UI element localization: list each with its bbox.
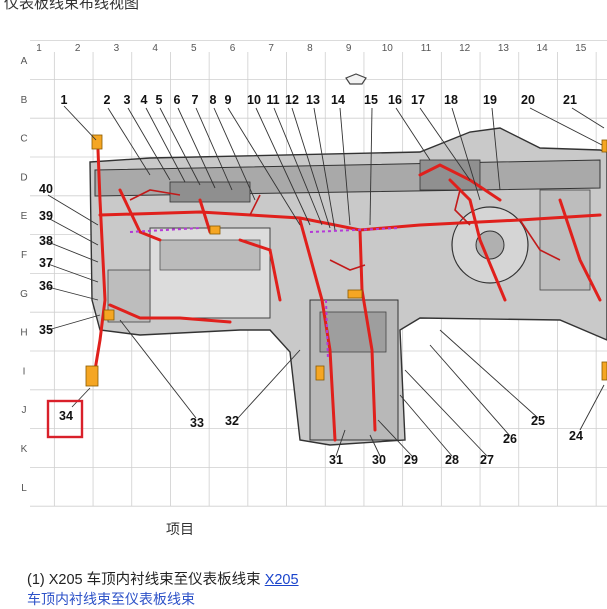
grid-column-label: 9	[346, 43, 352, 54]
grid-column-label: 12	[459, 43, 471, 54]
callout-10: 10	[247, 93, 261, 107]
grid-row-label: C	[20, 134, 27, 145]
grid-column-label: 7	[268, 43, 274, 54]
grid-column-label: 1	[36, 43, 42, 54]
grid-column-label: 3	[114, 43, 120, 54]
callout-38: 38	[39, 234, 53, 248]
grid-row-label: J	[22, 405, 27, 416]
section-label: 项目	[166, 522, 194, 538]
callout-18: 18	[444, 93, 458, 107]
callout-40: 40	[39, 182, 53, 196]
grid-column-label: 8	[307, 43, 313, 54]
grid-row-label: H	[20, 328, 27, 339]
harness-dashed-markers	[129, 227, 401, 361]
grid-column-label: 11	[421, 43, 432, 54]
grid-column-label: 6	[230, 43, 236, 54]
grid-row-label: F	[21, 250, 27, 261]
grid-column-label: 2	[75, 43, 81, 54]
callout-35: 35	[39, 323, 53, 337]
item-1-text: (1) X205 车顶内衬线束至仪表板线束	[27, 572, 261, 588]
grid-row-label: A	[21, 56, 28, 67]
callout-11: 11	[266, 93, 279, 107]
grid-row-label: I	[23, 366, 26, 377]
callout-14: 14	[331, 93, 345, 107]
highlight-box-34	[46, 399, 84, 439]
grid-column-label: 10	[382, 43, 394, 54]
callout-29: 29	[404, 453, 418, 467]
callout-39: 39	[39, 209, 53, 223]
wiring-harness-branches	[129, 189, 561, 271]
item-1-link-x205[interactable]: X205	[264, 572, 299, 588]
grid-column-label: 15	[575, 43, 587, 54]
callout-26: 26	[503, 432, 517, 446]
callout-5: 5	[156, 93, 163, 107]
callout-24: 24	[569, 429, 583, 443]
callout-28: 28	[445, 453, 459, 467]
callout-31: 31	[329, 453, 343, 467]
callout-6: 6	[174, 93, 181, 107]
callout-21: 21	[563, 93, 577, 107]
connector-symbol-top	[345, 73, 367, 85]
instrument-panel-drawing	[89, 127, 607, 446]
callout-12: 12	[285, 93, 299, 107]
item-1-sub-link[interactable]: 车顶内衬线束至仪表板线束	[27, 592, 195, 608]
connectors	[85, 134, 607, 387]
callout-15: 15	[364, 93, 378, 107]
grid-column-label: 14	[537, 43, 549, 54]
grid-column-label: 5	[191, 43, 197, 54]
callout-30: 30	[372, 453, 386, 467]
grid-row-label: B	[21, 95, 28, 106]
callout-33: 33	[190, 416, 204, 430]
grid-column-label: 13	[498, 43, 510, 54]
grid-row-label: D	[20, 172, 27, 183]
grid-row-label: E	[21, 211, 28, 222]
page-title: 仪表板线束布线视图	[4, 0, 140, 12]
callout-17: 17	[411, 93, 425, 107]
callout-25: 25	[531, 414, 545, 428]
callout-8: 8	[210, 93, 217, 107]
callout-1: 1	[61, 93, 68, 107]
callout-32: 32	[225, 414, 239, 428]
callout-7: 7	[192, 93, 199, 107]
callout-19: 19	[483, 93, 497, 107]
callout-37: 37	[39, 256, 53, 270]
grid-row-label: K	[21, 444, 28, 455]
callout-leader-lines	[47, 105, 605, 457]
callout-27: 27	[480, 453, 494, 467]
callout-34: 34	[59, 409, 73, 423]
grid-row-label: G	[20, 289, 28, 300]
callout-13: 13	[306, 93, 320, 107]
item-1: (1) X205 车顶内衬线束至仪表板线束 X205	[27, 568, 299, 589]
callout-2: 2	[104, 93, 111, 107]
callout-16: 16	[388, 93, 402, 107]
callout-20: 20	[521, 93, 535, 107]
callout-9: 9	[225, 93, 232, 107]
callout-4: 4	[141, 93, 148, 107]
callout-36: 36	[39, 279, 53, 293]
grid-row-label: L	[21, 483, 27, 494]
callout-3: 3	[124, 93, 131, 107]
grid-column-label: 4	[152, 43, 158, 54]
